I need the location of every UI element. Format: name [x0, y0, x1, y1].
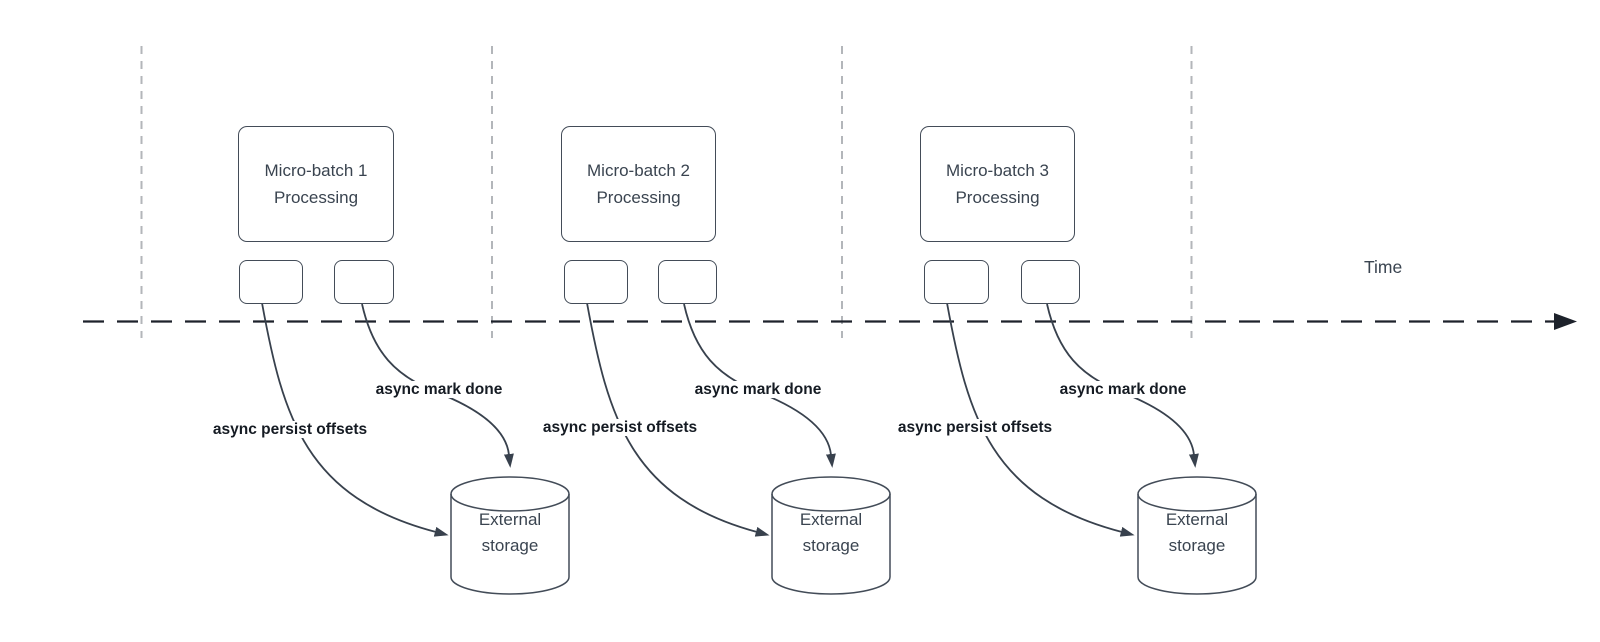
persist-offsets-arrow-1 — [261, 302, 449, 537]
micro-batch-1-title: Micro-batch 1 Processing — [264, 161, 368, 207]
external-storage-cylinder-1 — [450, 476, 570, 595]
mark-done-node-1 — [334, 260, 394, 304]
external-storage-cylinder-3 — [1137, 476, 1257, 595]
mark-done-node-2 — [658, 260, 717, 304]
mark-done-label-2: async mark done — [692, 381, 824, 398]
mark-done-label-3: async mark done — [1057, 381, 1189, 398]
mark-done-arrow-3 — [1046, 303, 1199, 468]
mark-done-arrow-1 — [361, 303, 514, 468]
external-storage-label-3: External storage — [1165, 510, 1229, 555]
external-storage-label-2: External storage — [799, 510, 863, 555]
time-axis-label: Time — [1364, 257, 1403, 277]
micro-batch-1-processing-box: Micro-batch 1 Processing — [238, 126, 394, 242]
persist-offsets-label-2: async persist offsets — [540, 419, 700, 436]
persist-offsets-node-2 — [564, 260, 628, 304]
persist-offsets-label-1: async persist offsets — [210, 421, 370, 438]
micro-batch-2-title: Micro-batch 2 Processing — [587, 161, 690, 207]
mark-done-label-1: async mark done — [373, 381, 505, 398]
micro-batch-3-title: Micro-batch 3 Processing — [946, 161, 1049, 207]
external-storage-cylinder-2 — [771, 476, 891, 595]
persist-offsets-label-3: async persist offsets — [895, 419, 1055, 436]
micro-batch-2-processing-box: Micro-batch 2 Processing — [561, 126, 716, 242]
persist-offsets-node-1 — [239, 260, 303, 304]
persist-offsets-node-3 — [924, 260, 989, 304]
persist-offsets-arrow-2 — [586, 302, 770, 537]
mark-done-arrow-2 — [683, 303, 836, 468]
mark-done-node-3 — [1021, 260, 1080, 304]
micro-batch-3-processing-box: Micro-batch 3 Processing — [920, 126, 1075, 242]
persist-offsets-arrow-3 — [946, 302, 1135, 537]
external-storage-label-1: External storage — [478, 510, 542, 555]
time-axis-arrowhead-icon — [1554, 313, 1577, 330]
